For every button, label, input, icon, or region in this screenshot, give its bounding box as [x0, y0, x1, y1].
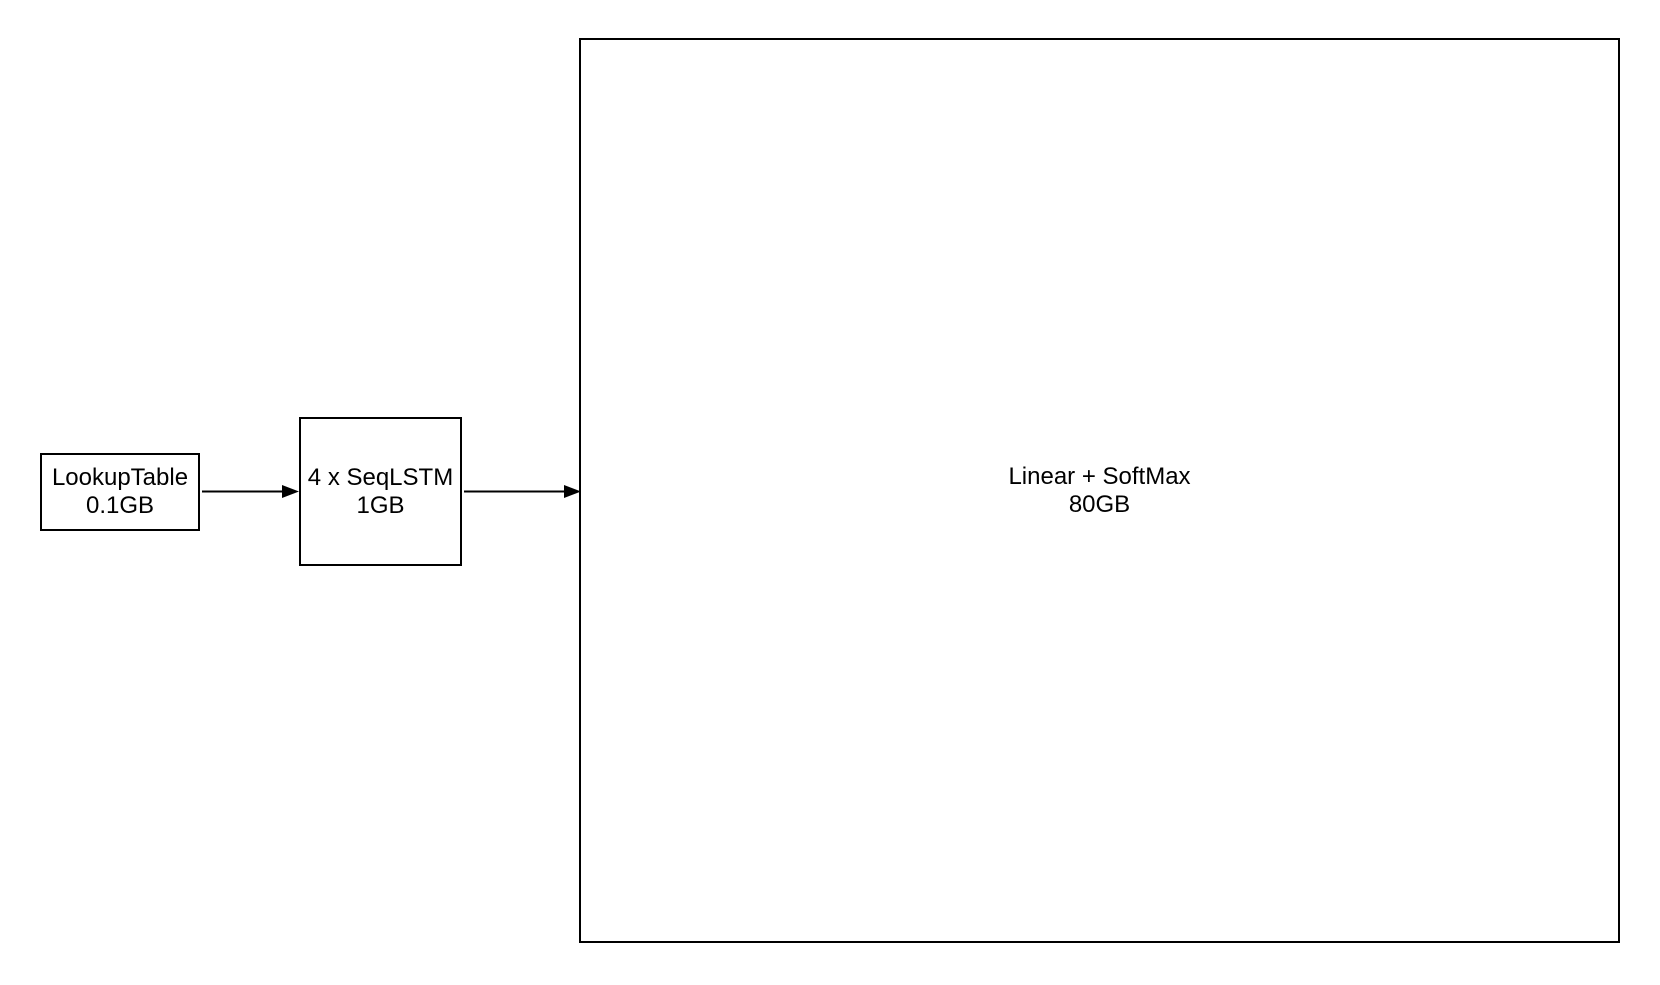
node-label: LookupTable — [51, 464, 189, 491]
edge-lstm-to-softmax-arrow — [464, 485, 581, 498]
node-label: Linear + SoftMax — [1008, 462, 1191, 490]
node-label: 4 x SeqLSTM — [307, 463, 454, 491]
arrowhead-icon — [564, 485, 581, 498]
edge-lookup-to-lstm-arrow — [202, 485, 299, 498]
node-size: 80GB — [1068, 490, 1131, 518]
node-seq-lstm: 4 x SeqLSTM 1GB — [299, 417, 462, 566]
node-linear-softmax: Linear + SoftMax 80GB — [579, 38, 1620, 943]
node-size: 1GB — [356, 491, 405, 519]
arrowhead-icon — [282, 485, 299, 498]
node-size: 0.1GB — [85, 492, 155, 519]
node-lookup-table: LookupTable 0.1GB — [40, 453, 200, 531]
